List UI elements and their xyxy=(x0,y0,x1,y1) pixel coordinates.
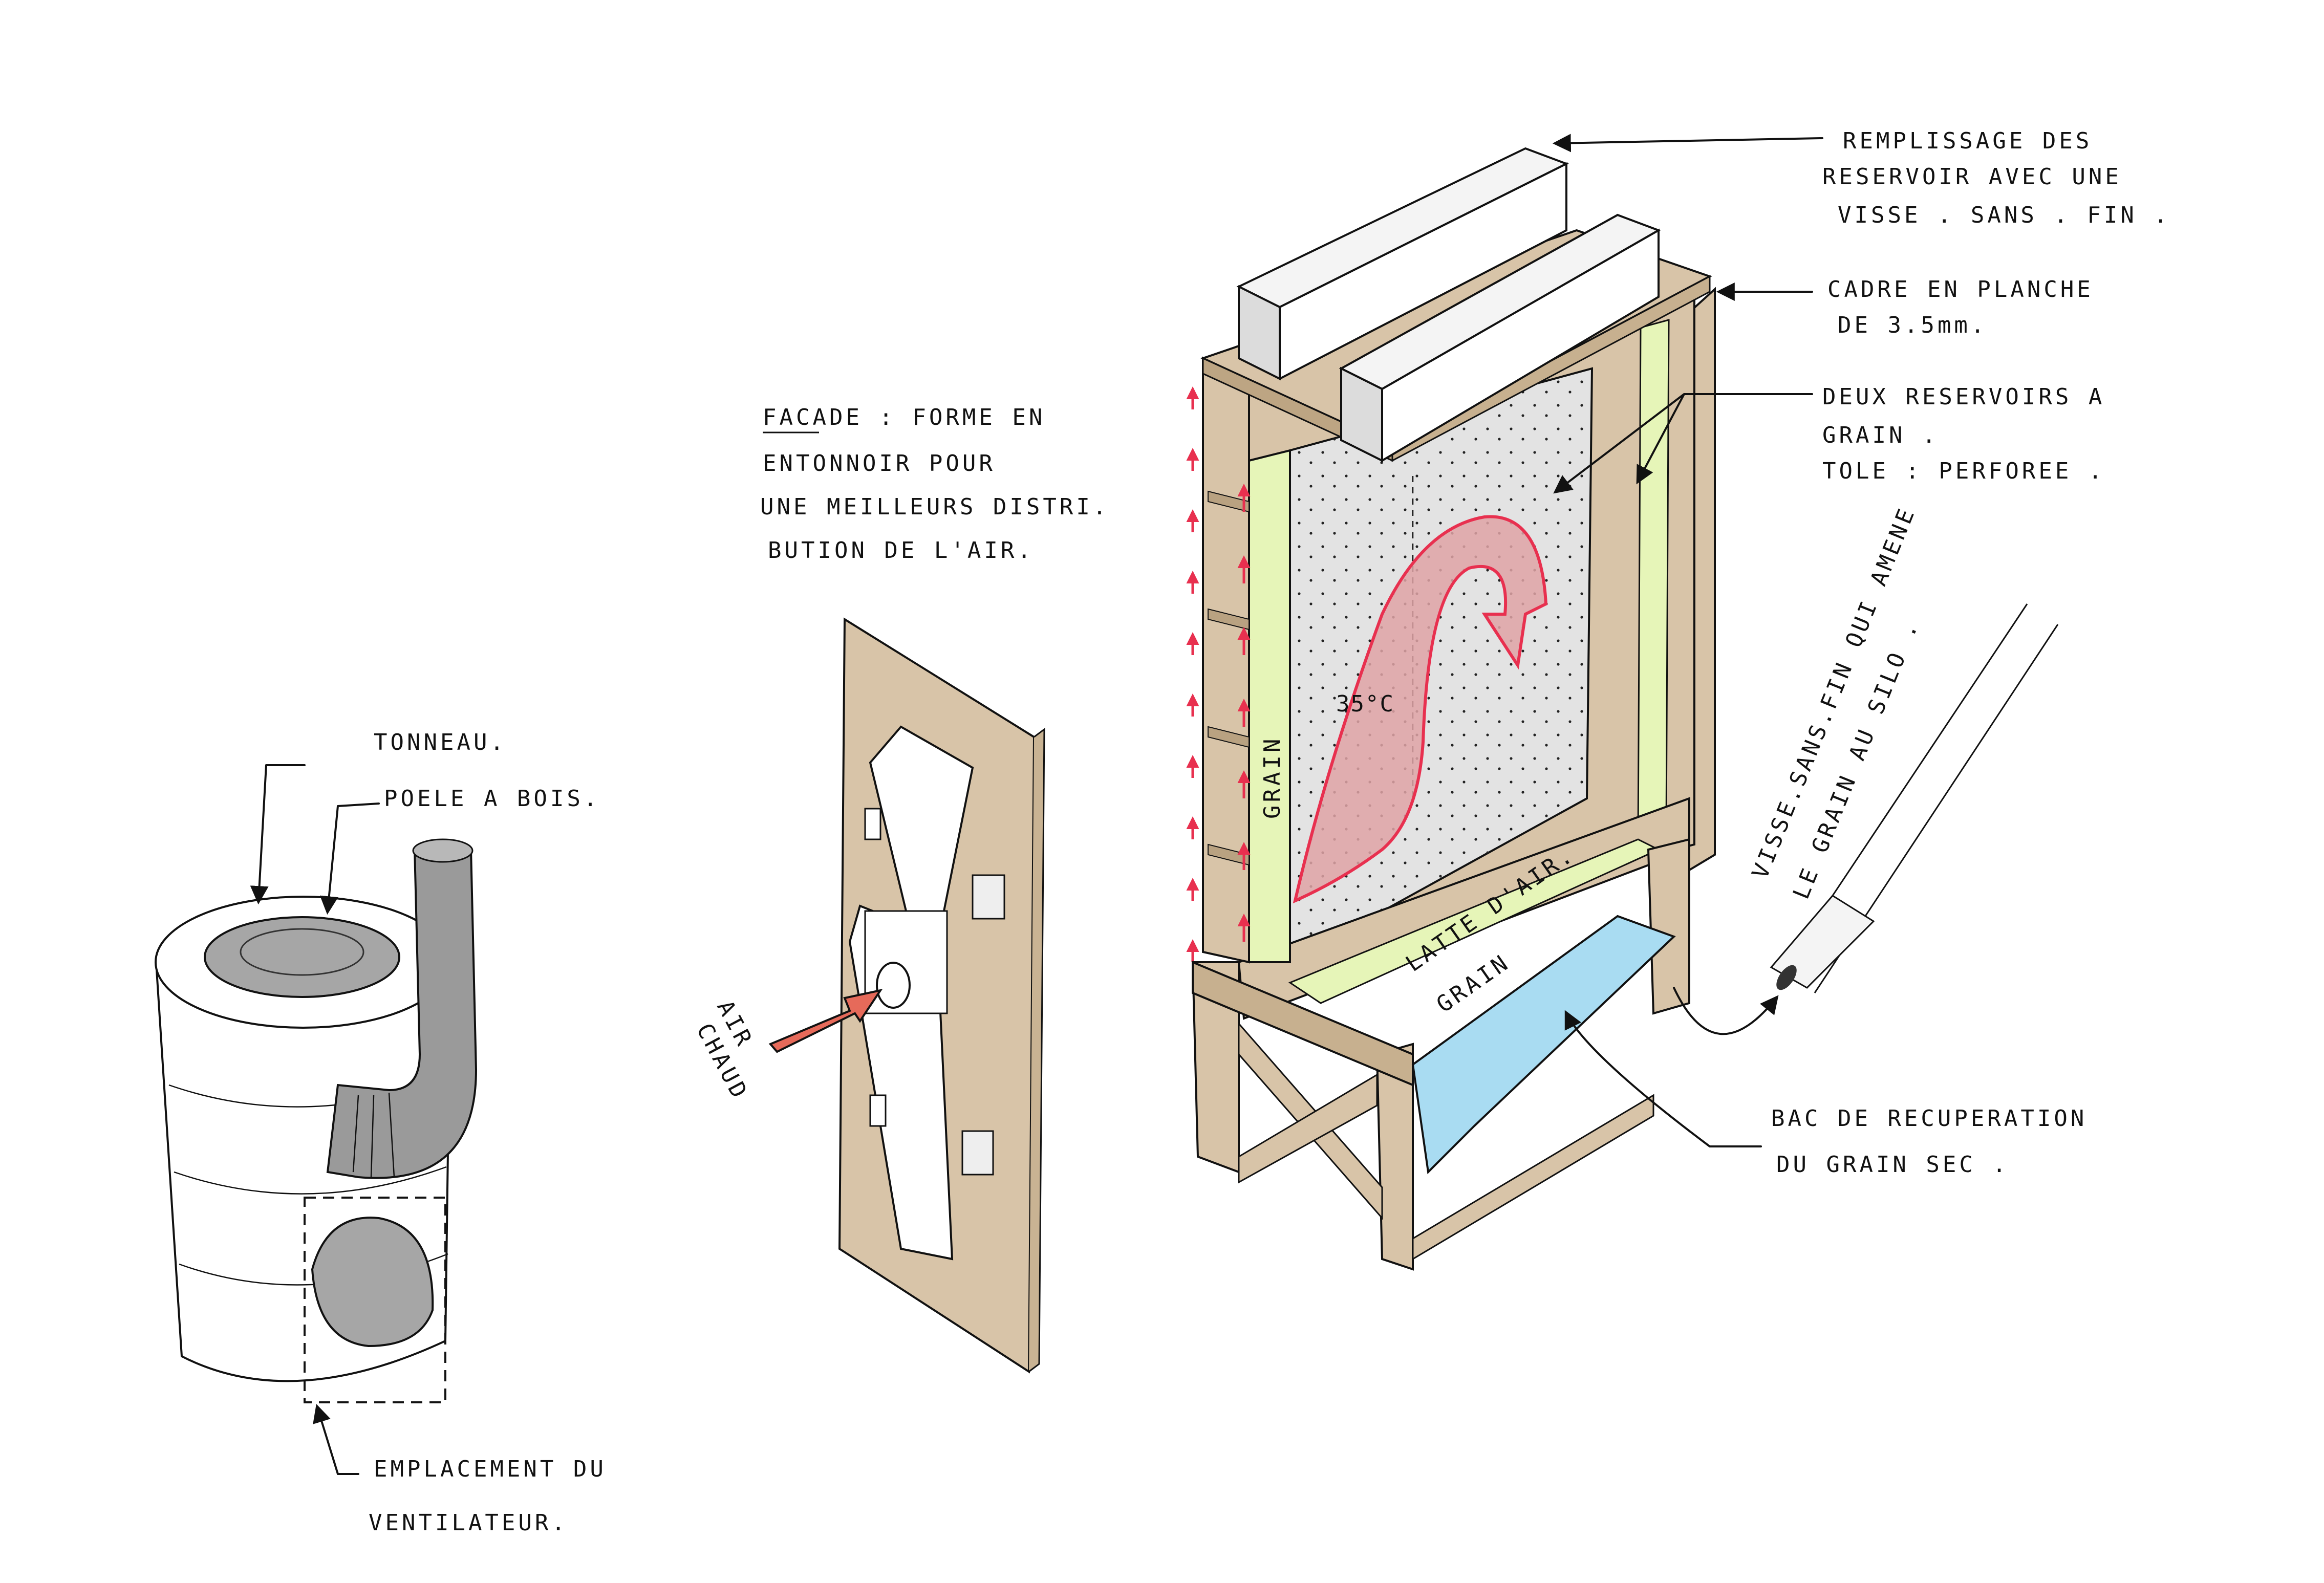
grain-column-left xyxy=(1248,449,1291,963)
barrel-stove xyxy=(155,838,478,1403)
label-fan-location-2: VENTILATEUR. xyxy=(369,1510,568,1536)
label-grain-vertical: GRAIN xyxy=(1259,736,1285,819)
label-facade-1: FACADE : FORME EN xyxy=(763,404,1045,430)
label-reservoirs-3: TOLE : PERFOREE . xyxy=(1822,458,2105,484)
label-filling-2: RESERVOIR AVEC UNE xyxy=(1822,164,2122,190)
funnel-opening-top xyxy=(869,725,974,923)
label-frame-2: DE 3.5mm. xyxy=(1838,312,1987,338)
hot-air-flow xyxy=(1293,515,1548,904)
grain-column-right xyxy=(1637,319,1670,841)
label-filling-3: VISSE . SANS . FIN . xyxy=(1838,202,2170,228)
fan-location xyxy=(304,1197,446,1403)
label-facade-4: BUTION DE L'AIR. xyxy=(768,537,1034,563)
label-filling-1: REMPLISSAGE DES xyxy=(1843,128,2092,154)
filling-reservoirs xyxy=(1236,147,1661,463)
facade-panel xyxy=(768,617,1045,1374)
label-wood-stove: POELE A BOIS. xyxy=(384,786,600,812)
label-frame-1: CADRE EN PLANCHE xyxy=(1827,276,2094,302)
label-reservoirs-2: GRAIN . xyxy=(1822,422,1939,448)
label-tray-1: BAC DE RECUPERATION xyxy=(1771,1105,2087,1132)
label-facade-3: UNE MEILLEURS DISTRI. xyxy=(760,494,1109,520)
screw-conveyor xyxy=(1770,603,2059,993)
stove-flue-pipe xyxy=(326,849,478,1179)
label-tray-2: DU GRAIN SEC . xyxy=(1776,1152,2009,1178)
air-inlet xyxy=(876,962,911,1009)
air-direction-arrows xyxy=(1186,386,1251,962)
fan-opening xyxy=(311,1217,434,1348)
drying-tray xyxy=(1411,915,1676,1175)
stove-labels: TONNEAU. POELE A BOIS. EMPLACEMENT DU VE… xyxy=(250,729,607,1536)
dryer-stand xyxy=(1191,838,1690,1271)
label-temperature: 35°C xyxy=(1336,691,1394,717)
label-fan-location-1: EMPLACEMENT DU xyxy=(374,1456,607,1482)
dryer-front-post xyxy=(1202,356,1250,964)
label-facade-2: ENTONNOIR POUR xyxy=(763,450,996,476)
hot-air-arrow xyxy=(768,989,883,1053)
grain-dryer: 35°C GRAIN LATTE D'AIR. GRAIN xyxy=(1186,147,1716,1271)
label-reservoirs-1: DEUX RESERVOIRS A xyxy=(1822,384,2105,410)
air-slats xyxy=(1208,490,1250,866)
label-barrel: TONNEAU. xyxy=(374,729,507,755)
